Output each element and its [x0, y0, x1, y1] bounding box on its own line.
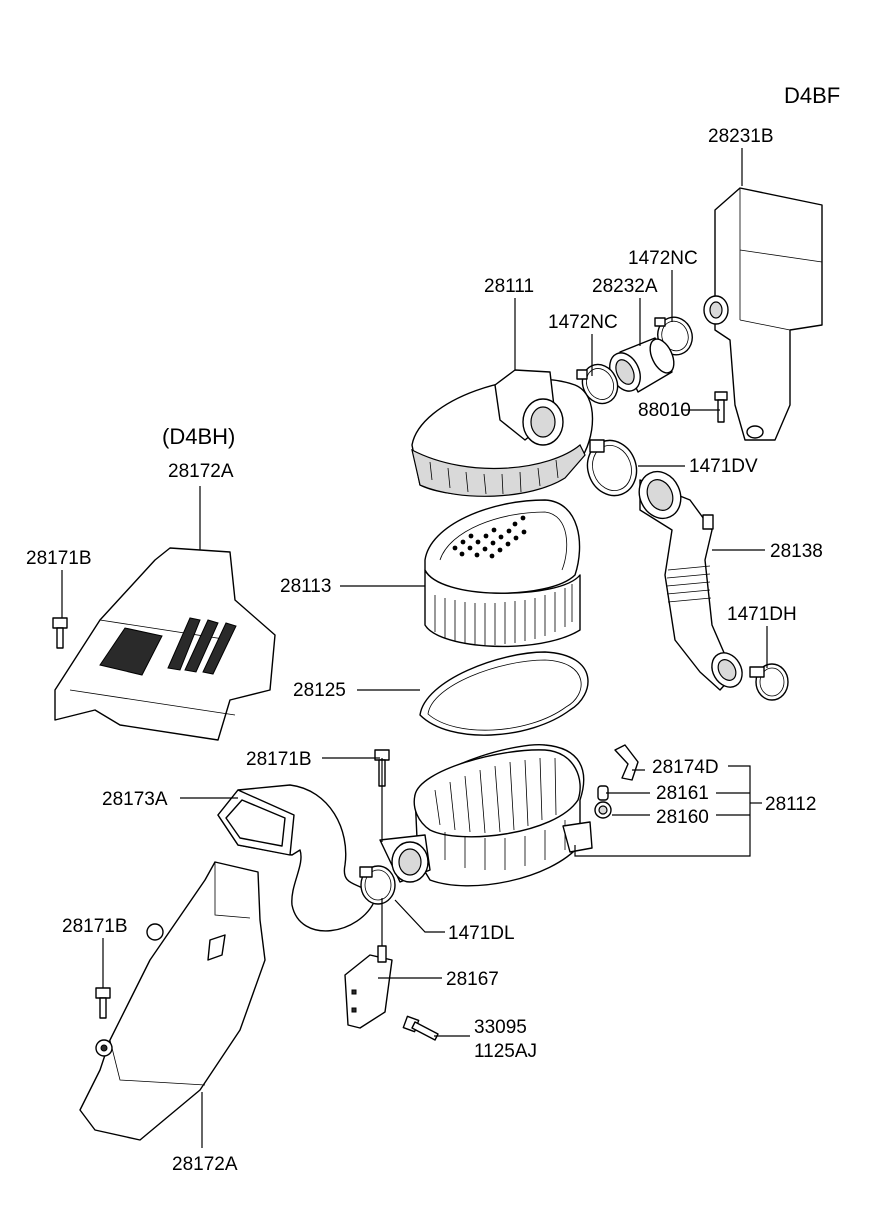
- clamp-1471dh-part: [749, 663, 789, 701]
- label-28171b-left: 28171B: [26, 548, 92, 569]
- engine-label-d4bh: (D4BH): [162, 424, 235, 449]
- label-28231b: 28231B: [708, 126, 774, 147]
- label-28173a: 28173A: [102, 789, 168, 810]
- label-28113: 28113: [280, 576, 331, 597]
- label-28138: 28138: [770, 541, 823, 562]
- grommet-28160-part: [594, 801, 612, 819]
- hose-28232a-part: [609, 337, 675, 393]
- filter-element-28113-part: [424, 499, 581, 648]
- label-28161: 28161: [656, 783, 709, 804]
- label-28172a-bottom: 28172A: [172, 1154, 238, 1175]
- clamp-1471dv-part: [586, 439, 638, 497]
- label-28232a: 28232A: [592, 276, 658, 297]
- bolt-28171b-left-part: [52, 617, 68, 649]
- label-28171b-middle: 28171B: [246, 749, 312, 770]
- label-28112: 28112: [765, 794, 816, 815]
- label-28125: 28125: [293, 680, 346, 701]
- clamp-1471dl-part: [359, 865, 396, 905]
- leader-lines: [61, 148, 768, 1148]
- bracket-28167-part: [344, 945, 393, 1029]
- engine-label-d4bf: D4BF: [784, 83, 840, 108]
- bolt-33095-part: [402, 1015, 439, 1041]
- label-28111: 28111: [484, 276, 534, 297]
- label-1471dv: 1471DV: [689, 456, 758, 477]
- air-cleaner-cover-part: [411, 369, 594, 497]
- label-28160: 28160: [656, 807, 709, 828]
- label-33095: 33095: [474, 1017, 527, 1038]
- label-1472nc-upper: 1472NC: [628, 248, 698, 269]
- resonator-tank-part: [703, 187, 823, 441]
- label-28171b-lower: 28171B: [62, 916, 128, 937]
- air-cleaner-body-part: [379, 744, 593, 887]
- label-28172a-top: 28172A: [168, 461, 234, 482]
- gasket-28125-part: [419, 651, 589, 736]
- duct-28173a-part: [217, 784, 376, 932]
- duct-28172a-upper-part: [54, 547, 276, 741]
- label-28167: 28167: [446, 969, 499, 990]
- duct-28172a-lower-part: [79, 861, 266, 1141]
- label-1471dl: 1471DL: [448, 923, 515, 944]
- intake-hose-28138-part: [638, 470, 743, 691]
- label-1471dh: 1471DH: [727, 604, 797, 625]
- label-88010: 88010: [638, 400, 691, 421]
- label-28174d: 28174D: [652, 757, 719, 778]
- bolt-28171b-lower-part: [95, 987, 111, 1019]
- label-1472nc-lower: 1472NC: [548, 312, 618, 333]
- bracket-28174d-part: [614, 744, 639, 781]
- label-1125aj: 1125AJ: [474, 1041, 537, 1062]
- bolt-88010-part: [714, 391, 728, 423]
